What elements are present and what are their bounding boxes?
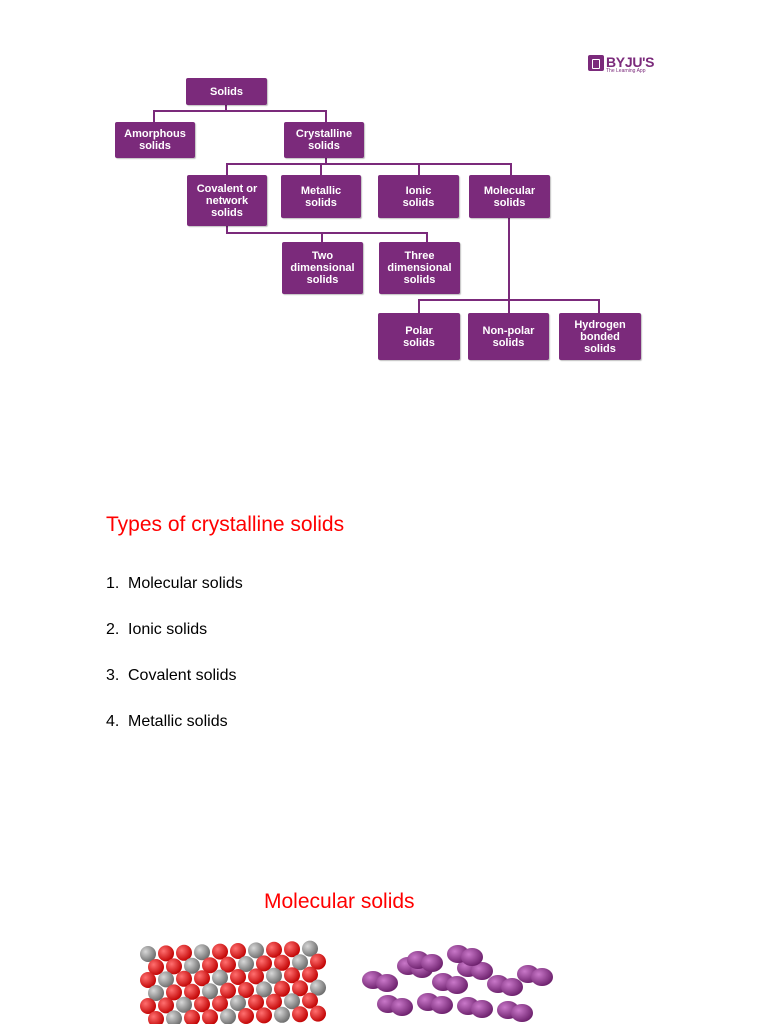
co2-atom (302, 966, 318, 983)
co2-lattice-model (140, 940, 326, 1024)
co2-atom (184, 983, 200, 1000)
list-item: 4.Metallic solids (106, 713, 228, 730)
node-covalent-solids: Covalent or network solids (187, 175, 267, 226)
co2-atom (158, 997, 174, 1014)
co2-atom (202, 983, 218, 1000)
co2-atom (302, 940, 318, 957)
iodine-atom (446, 976, 468, 994)
iodine-atom (431, 996, 453, 1014)
co2-atom (284, 993, 300, 1010)
co2-atom (148, 1011, 164, 1024)
iodine-atom (531, 968, 553, 986)
co2-atom (220, 982, 236, 999)
co2-atom (140, 972, 156, 988)
co2-atom (292, 954, 308, 971)
co2-atom (274, 1006, 290, 1023)
co2-atom (202, 957, 218, 974)
co2-atom (238, 956, 254, 972)
iodine-lattice-model (362, 945, 553, 1022)
iodine-atom (421, 954, 443, 972)
node-nonpolar-solids: Non-polar solids (468, 313, 549, 360)
co2-atom (194, 944, 210, 961)
node-hydrogen-bonded-solids: Hydrogen bonded solids (559, 313, 641, 360)
iodine-atom (376, 974, 398, 992)
iodine-atom (461, 948, 483, 966)
co2-atom (310, 979, 326, 996)
node-solids: Solids (186, 78, 267, 105)
co2-atom (230, 995, 246, 1011)
co2-atom (310, 1005, 326, 1022)
iodine-atom (501, 978, 523, 996)
co2-atom (212, 943, 228, 960)
co2-atom (266, 967, 282, 984)
co2-atom (274, 954, 290, 971)
co2-atom (212, 969, 228, 986)
co2-atom (176, 944, 192, 961)
co2-atom (230, 969, 246, 985)
byjus-logo: BYJU'S The Learning App (588, 54, 656, 74)
molecular-solids-illustration (138, 940, 558, 1024)
logo-icon (588, 55, 604, 71)
co2-atom (284, 941, 300, 958)
node-three-dimensional-solids: Three dimensional solids (379, 242, 460, 294)
co2-atom (292, 1006, 308, 1023)
co2-atom (148, 985, 164, 1001)
node-crystalline-solids: Crystalline solids (284, 122, 364, 158)
co2-atom (256, 1007, 272, 1024)
co2-atom (140, 998, 156, 1014)
iodine-atom (391, 998, 413, 1016)
section-title: Types of crystalline solids (106, 513, 345, 536)
co2-atom (194, 996, 210, 1013)
co2-atom (166, 958, 182, 975)
co2-atom (148, 959, 164, 975)
co2-atom (256, 955, 272, 972)
iodine-atom (471, 962, 493, 980)
node-two-dimensional-solids: Two dimensional solids (282, 242, 363, 294)
co2-atom (220, 1008, 236, 1024)
co2-atom (248, 994, 264, 1011)
list-item: 1.Molecular solids (106, 575, 243, 592)
co2-atom (184, 1009, 200, 1024)
co2-atom (310, 953, 326, 970)
co2-atom (238, 982, 254, 998)
co2-atom (256, 981, 272, 998)
co2-atom (140, 946, 156, 962)
list-item: 2.Ionic solids (106, 621, 208, 638)
logo-text: BYJU'S (606, 54, 655, 70)
molecule-models (140, 940, 553, 1024)
co2-atom (202, 1009, 218, 1024)
co2-atom (248, 968, 264, 985)
co2-atom (158, 945, 174, 962)
list-item: 3.Covalent solids (106, 667, 237, 684)
co2-atom (166, 1010, 182, 1024)
node-ionic-solids: Ionic solids (378, 175, 459, 218)
co2-atom (158, 971, 174, 988)
co2-atom (266, 941, 282, 958)
co2-atom (238, 1008, 254, 1024)
co2-atom (230, 943, 246, 959)
iodine-atom (511, 1004, 533, 1022)
co2-atom (220, 956, 236, 973)
co2-atom (274, 980, 290, 997)
co2-atom (176, 970, 192, 987)
node-polar-solids: Polar solids (378, 313, 460, 360)
co2-atom (284, 967, 300, 984)
co2-atom (248, 942, 264, 959)
iodine-atom (471, 1000, 493, 1018)
node-metallic-solids: Metallic solids (281, 175, 361, 218)
co2-atom (302, 992, 318, 1009)
co2-atom (266, 993, 282, 1010)
co2-atom (184, 957, 200, 974)
co2-atom (212, 995, 228, 1012)
logo-tagline: The Learning App (606, 68, 646, 74)
co2-atom (176, 996, 192, 1013)
molecular-solids-heading: Molecular solids (264, 890, 415, 913)
node-amorphous-solids: Amorphous solids (115, 122, 195, 158)
co2-atom (166, 984, 182, 1001)
co2-atom (194, 970, 210, 987)
node-molecular-solids: Molecular solids (469, 175, 550, 218)
co2-atom (292, 980, 308, 997)
